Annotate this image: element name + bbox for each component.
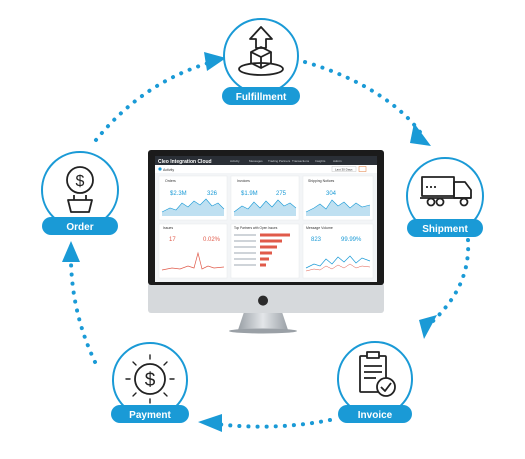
range-select-label: Last 30 Days — [335, 167, 353, 171]
connector-fulfillment-shipment — [303, 60, 422, 134]
cycle-arrowheads — [62, 52, 437, 432]
arrowhead-to-shipment — [410, 123, 431, 146]
shopping-basket-dollar-icon: $ — [66, 166, 94, 213]
svg-text:Orders: Orders — [165, 179, 176, 183]
message-count: 823 — [311, 237, 322, 243]
invoices-amount: $1.9M — [241, 191, 258, 197]
dashboard-nav-item[interactable]: Transactions — [292, 159, 310, 163]
dashboard-page-title: Activity — [163, 168, 174, 172]
node-order[interactable]: $ Order — [41, 151, 119, 235]
dashboard-screen: Cleo Integration Cloud Activity Messages… — [155, 156, 377, 282]
node-payment[interactable]: $ Payment — [111, 342, 189, 423]
panel-top-partners: Top Partners with Open Issues — [230, 223, 300, 279]
range-select[interactable] — [331, 166, 357, 172]
invoices-count: 275 — [276, 191, 287, 197]
invoice-check-icon — [359, 351, 396, 397]
invoice-label: Invoice — [358, 410, 393, 421]
panel-shipping-notices: Shipping Notices 304 — [302, 175, 374, 221]
dashboard-nav-item[interactable]: Admin — [333, 159, 342, 163]
connector-order-fulfillment — [94, 60, 214, 142]
node-invoice[interactable]: Invoice — [337, 341, 413, 423]
issues-rate: 0.02% — [203, 237, 221, 243]
stand-shadow — [229, 328, 297, 334]
fulfillment-label-pill — [222, 87, 300, 105]
fulfillment-label: Fulfillment — [236, 92, 287, 103]
issues-count: 17 — [169, 237, 176, 243]
dashboard-nav-item[interactable]: Trading Partners — [268, 159, 291, 163]
orders-count: 326 — [207, 191, 218, 197]
dashboard-nav-item[interactable]: Activity — [230, 159, 240, 163]
dashboard-nav-item[interactable]: Messages — [249, 159, 263, 163]
dashboard-nav-item[interactable]: Insights — [315, 159, 326, 163]
svg-text:Invoices: Invoices — [237, 179, 250, 183]
svg-text:$: $ — [145, 370, 156, 391]
svg-text:Message Volume: Message Volume — [306, 226, 333, 230]
node-fulfillment[interactable]: Fulfillment — [222, 18, 300, 105]
connector-payment-order — [69, 260, 97, 364]
panel-invoices: Invoices $1.9M 275 — [230, 175, 300, 221]
node-shipment[interactable]: Shipment — [406, 157, 484, 237]
export-button[interactable] — [358, 166, 367, 172]
shipping-count: 304 — [326, 191, 337, 197]
panel-issues: Issues 17 0.02% — [158, 223, 228, 279]
arrowhead-to-fulfillment — [204, 52, 226, 71]
truck-icon — [420, 176, 472, 207]
order-circle — [41, 151, 119, 229]
svg-text:Top Partners with Open Issues: Top Partners with Open Issues — [234, 226, 278, 230]
invoice-label-pill — [338, 405, 412, 423]
cycle-connectors — [69, 60, 471, 429]
order-label-pill — [42, 217, 118, 235]
svg-text:Issues: Issues — [163, 226, 173, 230]
panel-message-volume: Message Volume 823 99.99% — [302, 223, 374, 279]
monitor-stand — [238, 312, 288, 330]
connector-invoice-payment — [214, 418, 332, 429]
shipment-label-pill — [407, 219, 483, 237]
svg-text:$: $ — [76, 173, 85, 190]
connector-shipment-invoice — [430, 238, 471, 324]
dashboard-topbar — [155, 156, 377, 165]
dollar-coin-icon: $ — [125, 354, 175, 404]
monitor-chin — [148, 283, 384, 313]
orders-amount: $2.3M — [170, 191, 187, 197]
shipment-label: Shipment — [422, 224, 468, 235]
arrowhead-to-invoice — [419, 315, 437, 339]
desktop-monitor: ● Cleo Integration Cloud Activity Messag… — [148, 150, 384, 334]
panel-orders: Orders $2.3M 326 — [158, 175, 228, 221]
arrowhead-to-payment — [198, 414, 222, 432]
svg-text:Shipping Notices: Shipping Notices — [308, 179, 335, 183]
arrowhead-to-order — [62, 241, 80, 262]
message-success-rate: 99.99% — [341, 237, 362, 243]
payment-label: Payment — [129, 410, 171, 421]
apple-logo-icon: ● — [257, 293, 268, 308]
payment-label-pill — [111, 405, 189, 423]
order-label: Order — [66, 222, 93, 233]
dashboard-brand: Cleo Integration Cloud — [158, 159, 212, 165]
box-upload-icon — [238, 26, 284, 76]
